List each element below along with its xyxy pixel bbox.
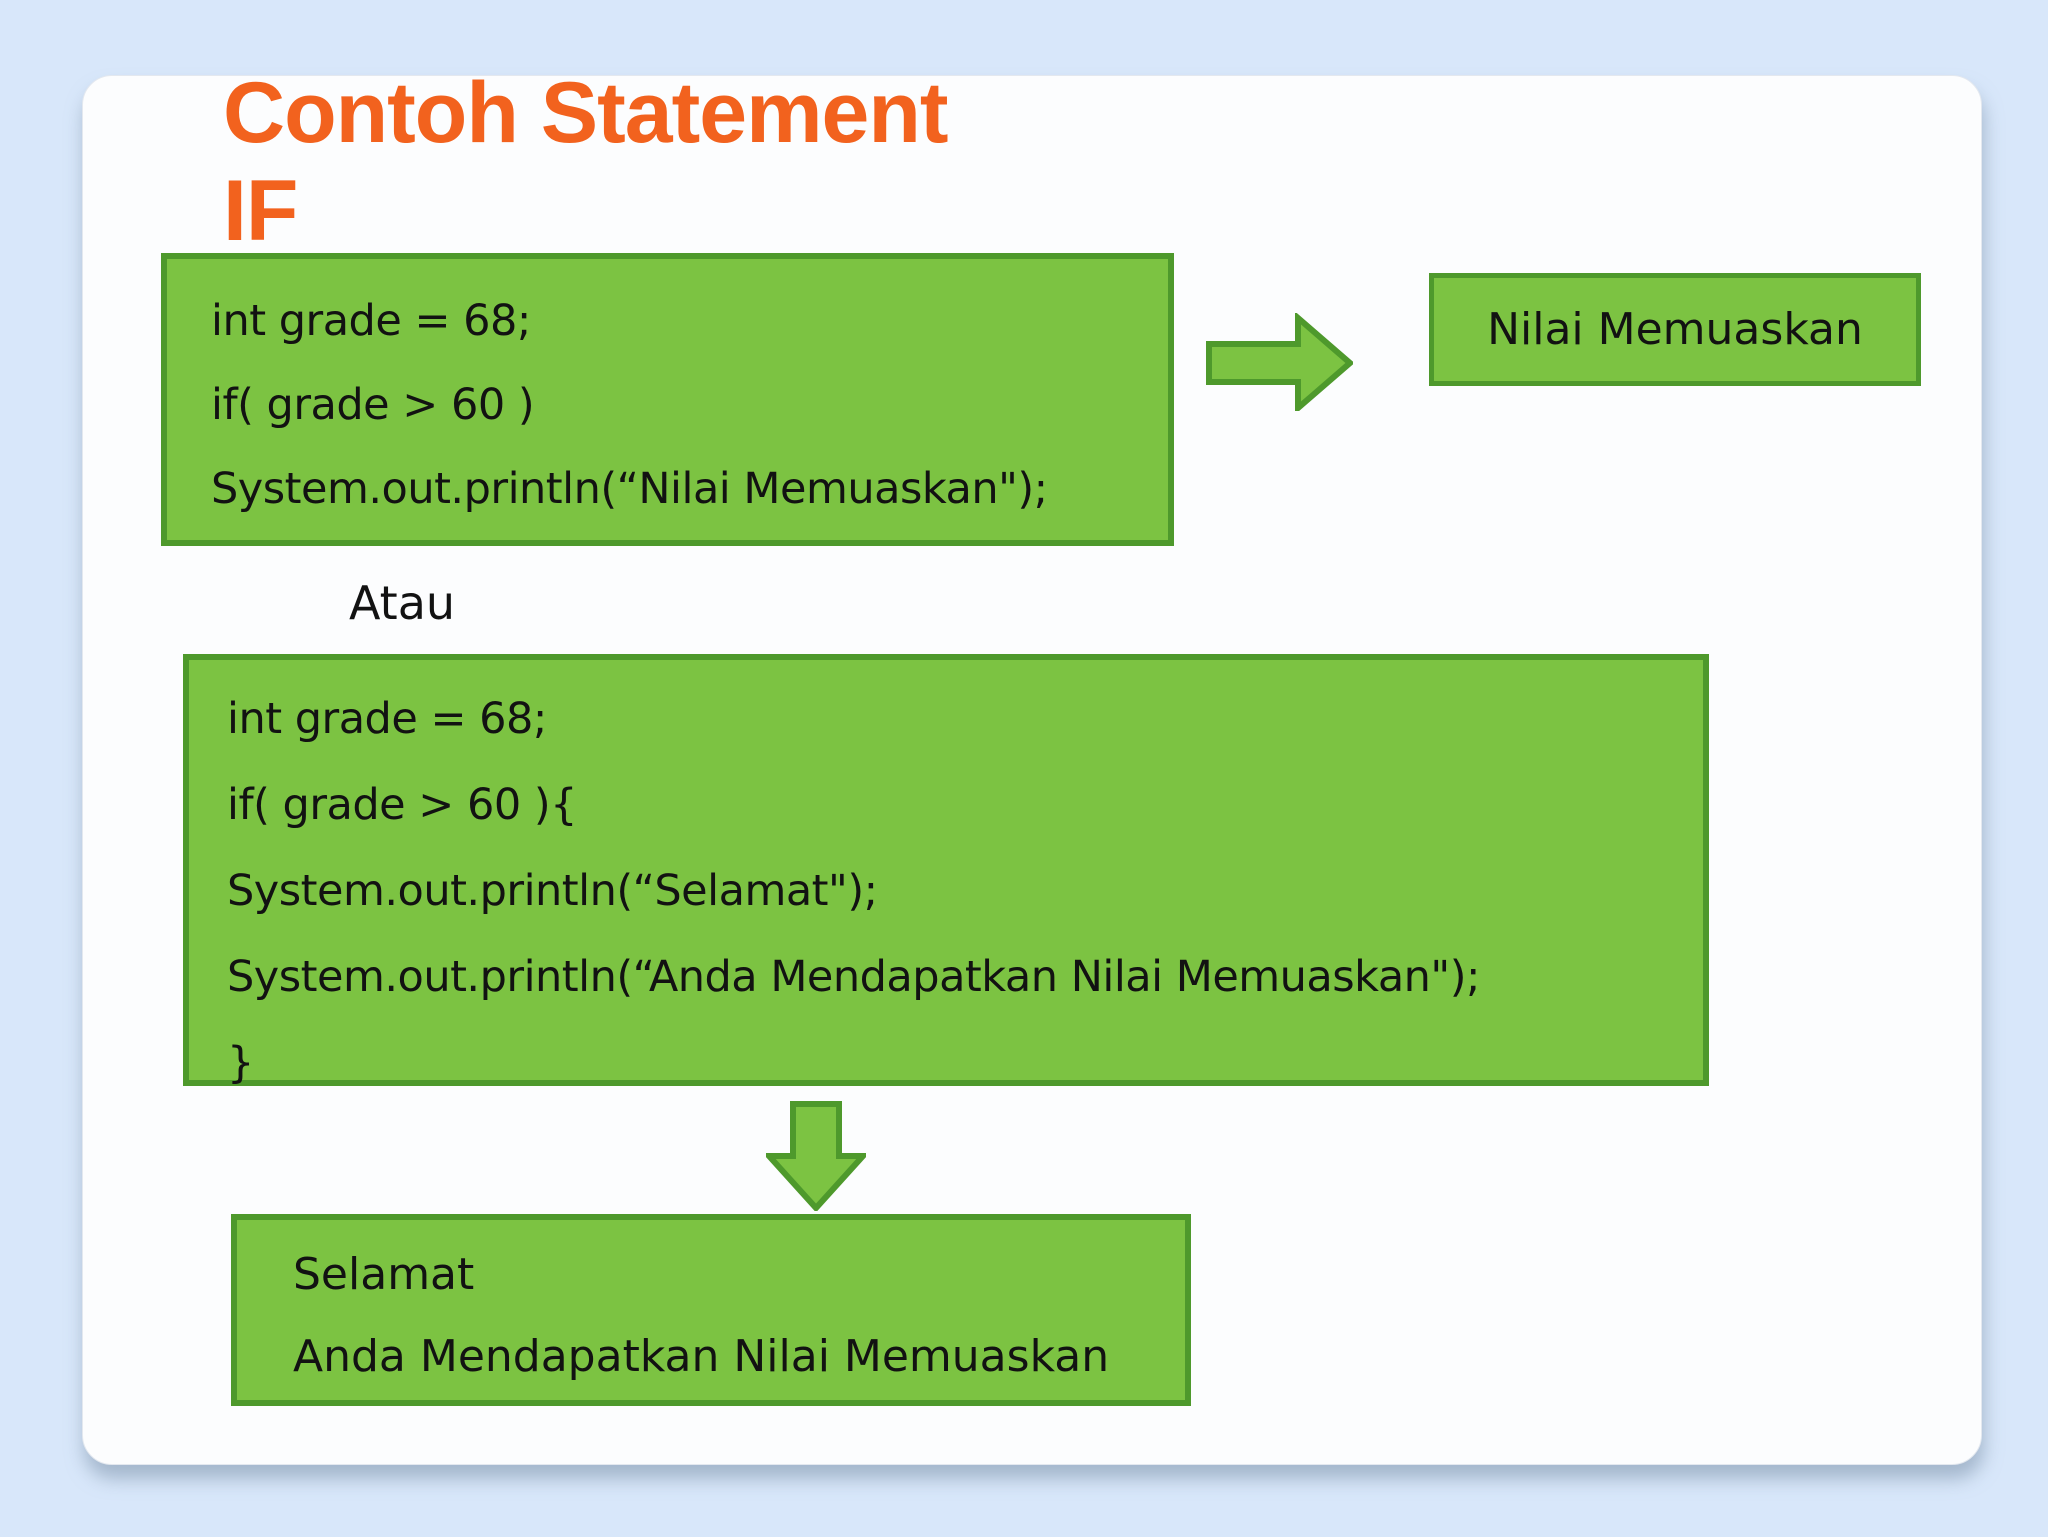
- code-line: int grade = 68;: [227, 694, 547, 744]
- page-title: Contoh Statement IF: [223, 64, 949, 260]
- output-box-nilai-memuaskan: Nilai Memuaskan: [1429, 273, 1921, 386]
- code-line: System.out.println(“Selamat");: [227, 866, 878, 916]
- output-line: Anda Mendapatkan Nilai Memuaskan: [293, 1331, 1110, 1382]
- code-line: if( grade > 60 ){: [227, 780, 578, 830]
- code-line: }: [227, 1038, 254, 1088]
- page-title-line-1: Contoh Statement: [223, 65, 949, 161]
- code-line: System.out.println(“Nilai Memuaskan");: [211, 464, 1048, 514]
- code-box-if-block: int grade = 68; if( grade > 60 ){ System…: [183, 654, 1709, 1088]
- code-line: System.out.println(“Anda Mendapatkan Nil…: [227, 952, 1480, 1002]
- flow-down-arrow-icon: [766, 1101, 866, 1211]
- page-title-line-2: IF: [223, 163, 298, 259]
- code-box-if-single: int grade = 68; if( grade > 60 ) System.…: [161, 253, 1174, 546]
- output-label: Nilai Memuaskan: [1487, 304, 1863, 355]
- slide-card: Contoh Statement IF int grade = 68; if( …: [82, 65, 1982, 1465]
- code-line: int grade = 68;: [211, 296, 531, 346]
- output-box-selamat: Selamat Anda Mendapatkan Nilai Memuaskan: [231, 1214, 1191, 1406]
- atau-label: Atau: [349, 576, 456, 630]
- output-line: Selamat: [293, 1249, 475, 1300]
- flow-right-arrow-icon: [1206, 313, 1353, 411]
- code-line: if( grade > 60 ): [211, 380, 535, 430]
